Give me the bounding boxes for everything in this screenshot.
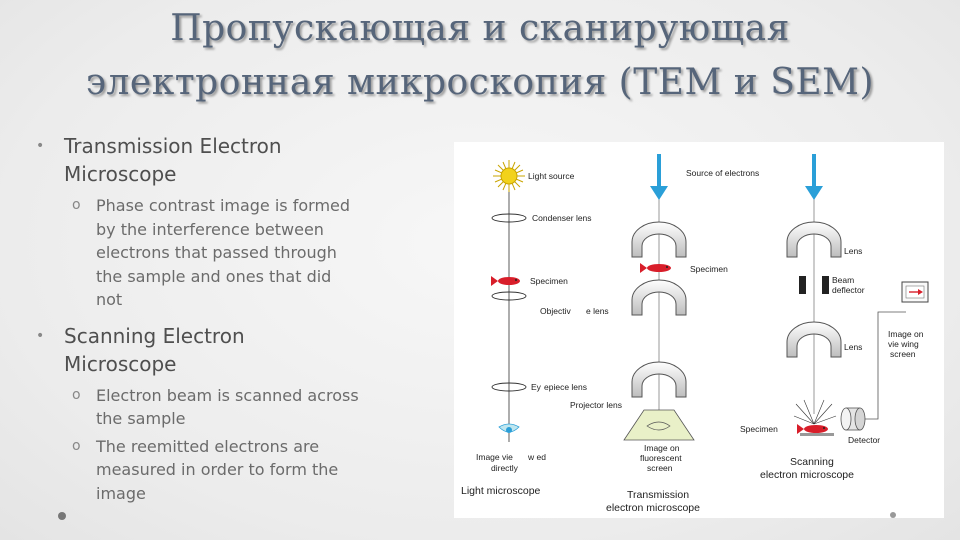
sem-upper-lens-icon	[786, 221, 842, 258]
caption-sem-2: electron microscope	[760, 469, 854, 481]
slide-title: Пропускающая и сканирующая электронная м…	[0, 2, 960, 110]
label-lens-sem-top: Lens	[844, 246, 862, 256]
light-microscope-column: Light source Condenser lens Specimen Obj…	[461, 160, 609, 497]
caption-tem-1: Transmission	[627, 489, 689, 501]
sub-line: The reemitted electrons are	[96, 436, 320, 456]
specimen-tem-icon	[640, 263, 671, 273]
bullet-tem: • Transmission Electron Microscope	[36, 132, 436, 188]
sub-bullet-marker: o	[72, 197, 81, 213]
label-projector-lens: Projector lens	[570, 400, 622, 410]
label-detector: Detector	[848, 435, 880, 445]
sub-line: electrons that passed through	[96, 243, 337, 262]
detector-icon	[840, 407, 866, 431]
label-specimen-sem: Specimen	[740, 424, 778, 434]
sun-icon	[493, 160, 525, 192]
label-source-of-electrons: Source of electrons	[686, 168, 759, 178]
microscope-diagram-svg: Light source Condenser lens Specimen Obj…	[461, 154, 929, 514]
label-objective-lens-a: Objectiv	[540, 306, 571, 316]
label-objective-lens-b: e lens	[586, 306, 609, 316]
label-image-viewing-1: Image on	[888, 329, 924, 339]
label-image-viewed-2: directly	[491, 463, 519, 473]
title-line-1: Пропускающая и сканирующая	[170, 8, 790, 49]
sub-line: image	[96, 483, 146, 503]
label-image-fluorescent-3: screen	[647, 463, 673, 473]
specimen-light-icon	[491, 276, 520, 286]
microscope-comparison-diagram: Light source Condenser lens Specimen Obj…	[454, 142, 944, 518]
caption-sem-1: Scanning	[790, 456, 834, 468]
label-specimen-light: Specimen	[530, 276, 568, 286]
tem-electron-source-arrow-icon	[650, 154, 668, 200]
sub-line: not	[96, 290, 123, 309]
beam-deflector-icon	[799, 276, 829, 294]
bullet-sem-line-1: Scanning Electron	[64, 323, 245, 348]
bullet-sem-line-2: Microscope	[64, 351, 177, 376]
sub-bullet-phase-contrast: o Phase contrast image is formed by the …	[36, 194, 436, 312]
sub-bullet-reemitted: o The reemitted electrons are measured i…	[36, 435, 436, 506]
decorative-dot	[58, 512, 66, 520]
sem-electron-source-arrow-icon	[805, 154, 823, 200]
tem-objective-lens-icon	[631, 279, 687, 316]
sub-bullet-marker: o	[72, 386, 81, 403]
label-specimen-tem: Specimen	[690, 264, 728, 274]
sub-line: Electron beam is scanned across	[96, 385, 359, 405]
sub-line: the sample	[96, 409, 186, 428]
sub-line: the sample and ones that did	[96, 266, 332, 286]
label-beam-deflector-2: deflector	[832, 285, 865, 295]
label-eyepiece-lens-a: Ey	[531, 382, 542, 392]
caption-tem-2: electron microscope	[606, 502, 700, 514]
label-image-viewing-2: vie wing	[888, 339, 919, 349]
title-line-2: электронная микроскопия (TEM и SEM)	[85, 62, 875, 103]
bullet-tem-line-2: Microscope	[64, 162, 177, 186]
sem-lower-lens-icon	[786, 321, 842, 358]
label-light-source: Light source	[528, 171, 575, 181]
bullet-marker: •	[36, 327, 45, 344]
sub-line: Phase contrast image is formed	[96, 196, 351, 215]
fluorescent-screen-icon	[623, 409, 695, 441]
label-image-fluorescent-1: Image on	[644, 443, 680, 453]
bullet-sem: • Scanning Electron Microscope	[36, 322, 436, 378]
bullet-list: • Transmission Electron Microscope o Pha…	[36, 132, 436, 505]
sub-bullet-beam-scanned: o Electron beam is scanned across the sa…	[36, 384, 436, 431]
label-lens-sem-bottom: Lens	[844, 342, 862, 352]
sub-bullet-marker: o	[72, 437, 81, 454]
eye-icon	[498, 423, 520, 442]
objective-lens-shape	[491, 291, 527, 301]
tem-column: Source of electrons Specimen Projector l…	[570, 154, 759, 514]
tem-projector-lens-icon	[631, 361, 687, 398]
sub-line: measured in order to form the	[96, 460, 339, 479]
label-image-fluorescent-2: fluorescent	[640, 453, 682, 463]
label-eyepiece-lens-b: epiece lens	[544, 382, 587, 392]
eyepiece-lens-shape	[491, 382, 527, 392]
label-condenser-lens: Condenser lens	[532, 213, 592, 223]
decorative-dot	[890, 512, 896, 518]
label-image-viewed-b: w ed	[527, 452, 546, 462]
bullet-marker: •	[36, 138, 45, 154]
caption-light-microscope: Light microscope	[461, 485, 541, 497]
specimen-sem-icon	[797, 424, 834, 436]
bullet-tem-line-1: Transmission Electron	[64, 134, 282, 158]
label-image-viewed-a: Image vie	[476, 452, 513, 462]
label-beam-deflector-1: Beam	[832, 275, 854, 285]
tem-condenser-lens-icon	[631, 221, 687, 258]
detector-wire	[865, 311, 906, 420]
label-image-viewing-3: screen	[890, 349, 916, 359]
viewing-screen-icon	[901, 281, 929, 303]
condenser-lens-shape	[491, 213, 527, 223]
sem-column: Lens Beam deflector Lens	[740, 154, 929, 481]
scatter-rays	[793, 399, 837, 425]
sub-line: by the interference between	[96, 219, 324, 239]
